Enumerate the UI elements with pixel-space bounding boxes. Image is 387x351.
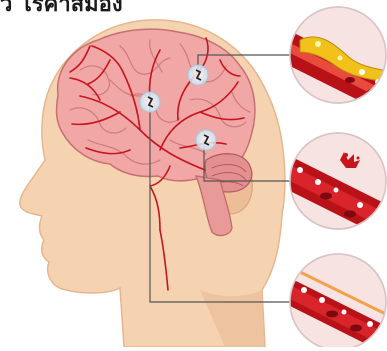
inset-plaque <box>278 7 387 120</box>
inset-bleed <box>278 254 387 347</box>
page-title: ว โรคาสมอง <box>0 0 123 21</box>
inset-clot <box>278 133 387 245</box>
marker-lower <box>196 130 216 150</box>
marker-left <box>140 92 160 112</box>
marker-top <box>188 65 208 85</box>
